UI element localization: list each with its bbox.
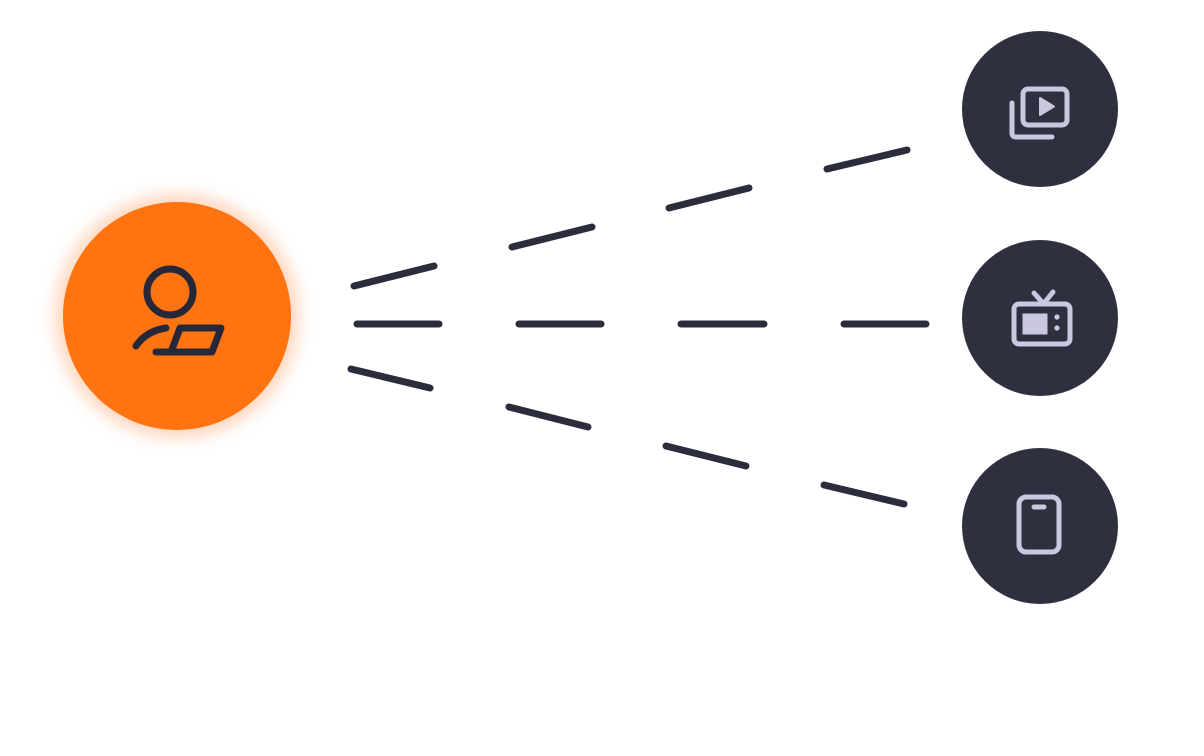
connector-top-dash xyxy=(508,223,596,251)
connector-bottom-dash xyxy=(347,365,434,392)
target-node-phone xyxy=(962,448,1118,604)
connector-bottom xyxy=(347,365,908,508)
connector-bottom-dash xyxy=(505,403,592,431)
tv-icon xyxy=(1011,289,1073,347)
phone-icon xyxy=(1016,494,1062,555)
connector-top-dash xyxy=(665,184,753,212)
target-node-circle xyxy=(962,448,1118,604)
connector-bottom-dash xyxy=(662,442,750,470)
target-node-tv xyxy=(962,240,1118,396)
connector-top xyxy=(350,146,911,290)
user-laptop-icon xyxy=(132,265,225,356)
connectors xyxy=(347,146,930,508)
source-node xyxy=(55,194,299,438)
target-node-video xyxy=(962,31,1118,187)
video-library-icon xyxy=(1009,86,1070,140)
connector-top-dash xyxy=(823,146,911,173)
connector-top-dash xyxy=(350,262,438,290)
connector-bottom-dash xyxy=(820,481,908,508)
